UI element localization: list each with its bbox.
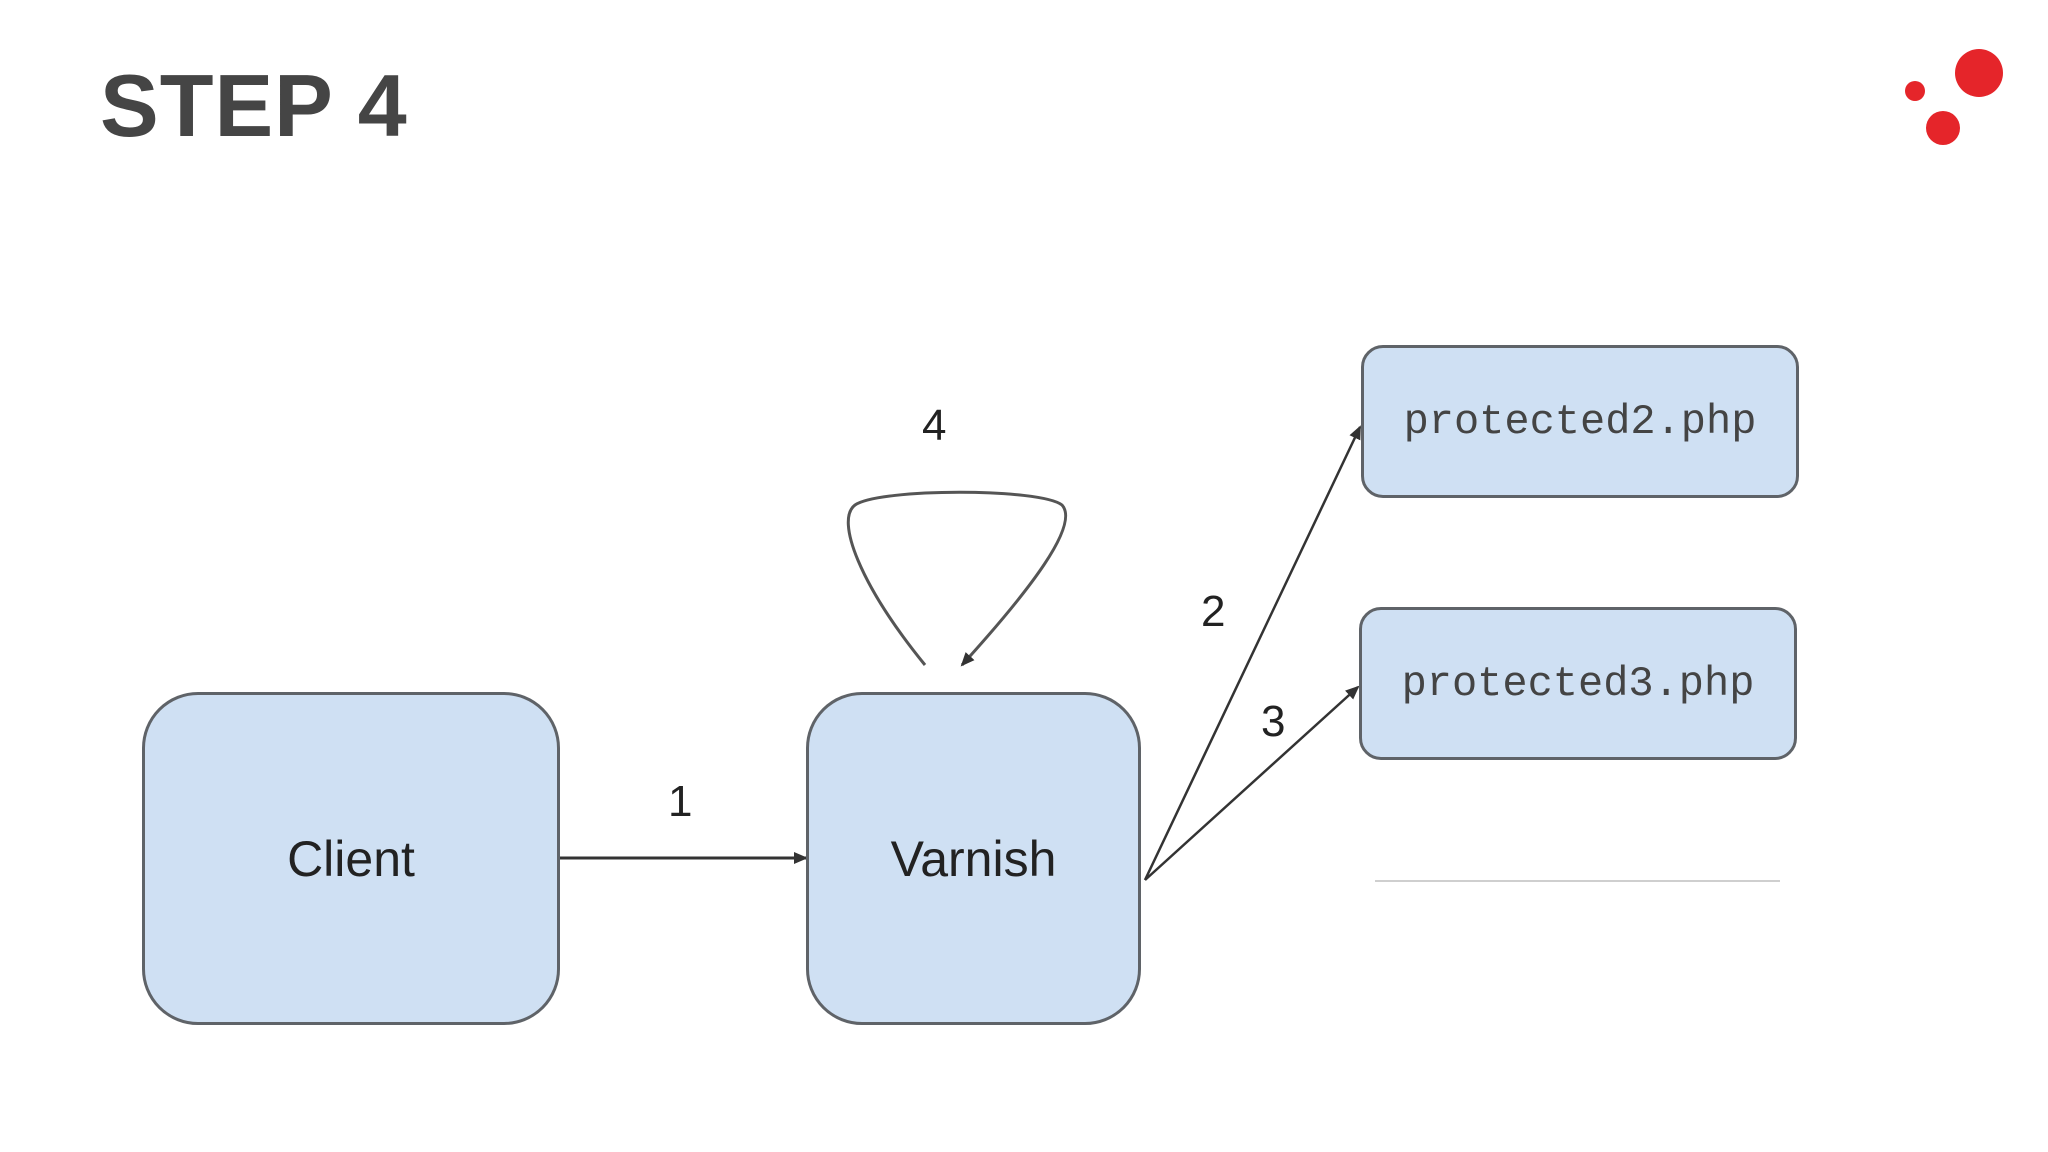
logo-dot-small — [1905, 81, 1925, 101]
node-client: Client — [142, 692, 560, 1025]
slide-title: STEP 4 — [100, 56, 408, 155]
edge-label-2: 2 — [1201, 587, 1226, 636]
node-protected3: protected3.php — [1359, 607, 1797, 760]
edge-varnish-protected3 — [1144, 685, 1360, 881]
edge-label-1: 1 — [668, 777, 693, 826]
node-varnish: Varnish — [806, 692, 1141, 1025]
node-varnish-label: Varnish — [890, 830, 1057, 887]
node-client-label: Client — [287, 830, 415, 887]
edge-label-4: 4 — [922, 401, 947, 450]
node-protected3-label: protected3.php — [1401, 659, 1755, 708]
edge-label-3: 3 — [1261, 697, 1286, 746]
edge-varnish-protected2 — [1143, 425, 1362, 881]
node-protected2-label: protected2.php — [1403, 397, 1757, 446]
logo-dot-large — [1955, 49, 2003, 97]
edge-varnish-self-loop — [846, 490, 1068, 667]
logo-dot-medium — [1926, 111, 1960, 145]
brand-logo-icon — [1905, 49, 2003, 145]
node-protected2: protected2.php — [1361, 345, 1799, 498]
